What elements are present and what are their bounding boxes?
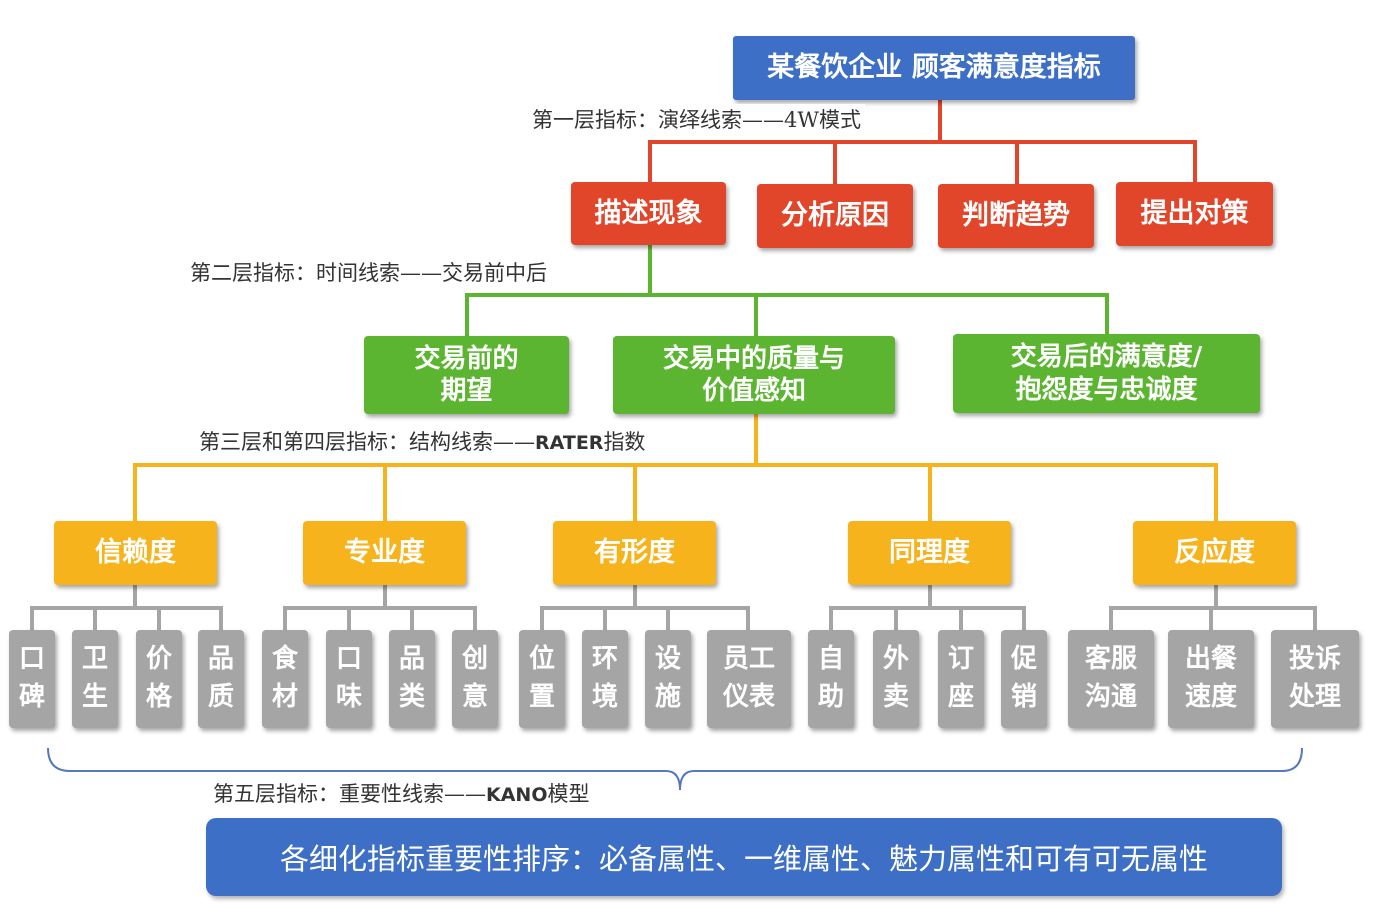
- level4-node: 卫生: [72, 630, 118, 728]
- rater-text: RATER: [535, 432, 604, 454]
- level1-node-judge: 判断趋势: [938, 184, 1094, 248]
- level4-node: 口碑: [9, 630, 55, 728]
- level4-node: 设施: [645, 630, 691, 728]
- level2-node-before-line1: 交易前的: [414, 343, 519, 374]
- level2-node-during-line1: 交易中的质量与: [662, 343, 845, 374]
- level2-node-before-line2: 期望: [440, 376, 493, 406]
- level2-node-after-line2: 抱怨度与忠诚度: [1015, 374, 1198, 405]
- level2-node-after-line1: 交易后的满意度/: [1010, 342, 1203, 372]
- level4-node: 投诉处理: [1271, 630, 1359, 728]
- level4-node: 品质: [198, 630, 244, 728]
- level2-node-during: 交易中的质量与 价值感知: [613, 336, 895, 414]
- level4-node: 订座: [938, 630, 984, 728]
- root-node: 某餐饮企业 顾客满意度指标: [733, 36, 1135, 100]
- bottom-banner: 各细化指标重要性排序：必备属性、一维属性、魅力属性和可有可无属性: [206, 818, 1282, 896]
- level2-node-during-line2: 价值感知: [701, 376, 806, 406]
- level2-node-after: 交易后的满意度/ 抱怨度与忠诚度: [953, 334, 1260, 413]
- level4-node: 环境: [582, 630, 628, 728]
- level4-node: 食材: [262, 630, 308, 728]
- level4-node: 口味: [326, 630, 372, 728]
- level4-node: 位置: [519, 630, 565, 728]
- level4-node: 自助: [808, 630, 854, 728]
- level4-node: 出餐速度: [1168, 630, 1254, 728]
- level3-node-assurance: 专业度: [303, 521, 466, 585]
- level3-node-empathy: 同理度: [848, 521, 1011, 585]
- level1-node-describe: 描述现象: [571, 182, 726, 245]
- level4-node: 价格: [136, 630, 182, 728]
- level3-node-responsiveness: 反应度: [1133, 521, 1296, 585]
- level4-node: 创意: [452, 630, 498, 728]
- kano-text: KANO: [486, 784, 548, 806]
- level3-node-reliability: 信赖度: [54, 521, 217, 585]
- level1-node-analyze: 分析原因: [757, 184, 913, 248]
- level1-label: 第一层指标：演绎线索——4W模式: [528, 104, 865, 134]
- level4-node: 员工仪表: [707, 630, 791, 728]
- level3-node-tangibles: 有形度: [553, 521, 716, 585]
- level4-node: 客服沟通: [1068, 630, 1154, 728]
- level4-node: 外卖: [873, 630, 919, 728]
- level4-node: 促销: [1001, 630, 1047, 728]
- level2-node-before: 交易前的 期望: [364, 336, 569, 414]
- level4-node: 品类: [389, 630, 435, 728]
- level3-label: 第三层和第四层指标：结构线索——RATER指数: [195, 426, 650, 456]
- level5-label: 第五层指标：重要性线索——KANO模型: [213, 782, 590, 806]
- level1-node-propose: 提出对策: [1116, 182, 1273, 246]
- level2-label: 第二层指标：时间线索——交易前中后: [186, 257, 551, 287]
